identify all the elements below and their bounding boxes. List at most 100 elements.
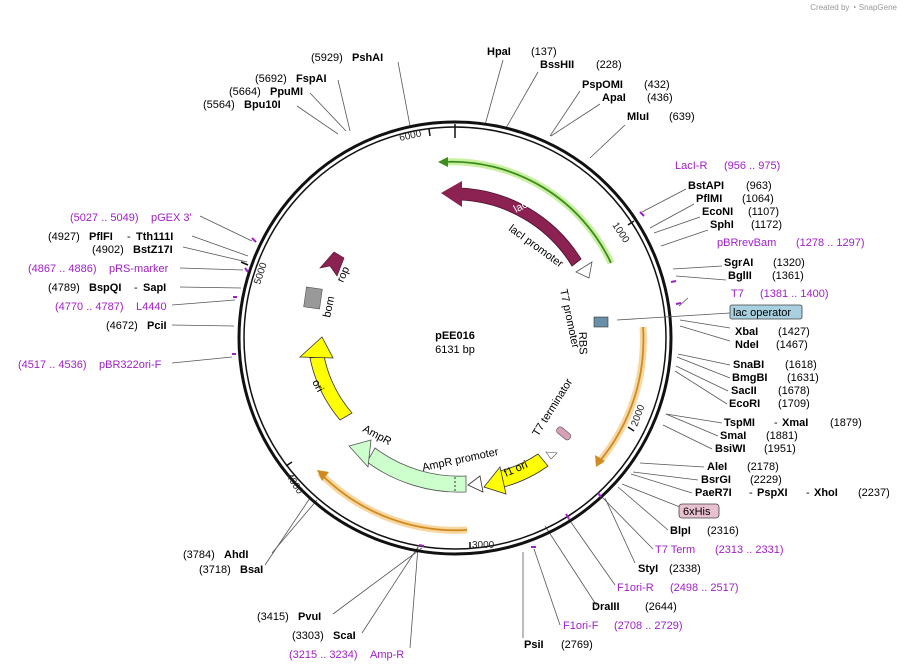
site-name: BstZ17I xyxy=(133,244,173,256)
primer-name: pGEX 3' xyxy=(151,212,192,224)
site-name: SacII xyxy=(731,385,757,397)
site-pos: (436) xyxy=(647,92,673,104)
site-name: PflMI xyxy=(696,193,722,205)
site-sep: - xyxy=(774,417,778,429)
t7-arc-glow xyxy=(596,326,647,465)
site-name: AleI xyxy=(707,461,727,473)
feature-ampr-promoter[interactable] xyxy=(467,475,484,493)
laci-r-arc xyxy=(442,160,612,264)
plasmid-name: pEE016 xyxy=(435,330,475,342)
site-pos: (1427) xyxy=(778,326,810,338)
primer-range: (2313 .. 2331) xyxy=(715,544,784,556)
site-pos: (432) xyxy=(644,79,670,91)
leader-lines xyxy=(171,59,731,649)
lac-operator-box[interactable] xyxy=(729,304,803,320)
primer-name: L4440 xyxy=(136,301,167,313)
site-pos: (2316) xyxy=(707,525,739,537)
site-name: XbaI xyxy=(735,326,758,338)
feature-label-rop: rop xyxy=(335,265,352,284)
site-name: ApaI xyxy=(602,92,626,104)
site-pos: (1107) xyxy=(748,206,779,218)
his-tag-box[interactable] xyxy=(678,503,720,519)
site-pos: (963) xyxy=(746,180,772,192)
primer-range: (956 .. 975) xyxy=(724,160,780,172)
site-sep: - xyxy=(134,282,138,294)
feature-his-tag-mark[interactable] xyxy=(555,426,572,442)
t7-arc xyxy=(598,326,645,463)
site-pos: (1678) xyxy=(778,385,810,397)
primer-range: (4517 .. 4536) xyxy=(18,359,87,371)
site-name: EcoRI xyxy=(729,398,760,410)
feature-rop[interactable] xyxy=(319,251,345,277)
site-name: Tth111I xyxy=(136,231,173,243)
site-name: BglII xyxy=(728,270,752,282)
site-name: EcoNI xyxy=(702,206,733,218)
site-name: BstAPI xyxy=(688,180,724,192)
site-name: DraIII xyxy=(592,601,620,613)
site-pos: (2237) xyxy=(858,487,890,499)
site-pos: (3784) xyxy=(183,549,215,561)
primer-range: (2708 .. 2729) xyxy=(614,620,683,632)
primer-name: pBRrevBam xyxy=(717,237,776,249)
feature-bom[interactable] xyxy=(303,286,323,310)
site-name: SapI xyxy=(143,282,166,294)
primer-name: F1ori-F xyxy=(563,620,599,632)
feature-ampr[interactable] xyxy=(366,447,467,493)
primer-range: (4770 .. 4787) xyxy=(55,301,124,313)
primer-range: (4867 .. 4886) xyxy=(28,263,97,275)
site-name: PspXI xyxy=(757,487,788,499)
site-name: MluI xyxy=(627,111,649,123)
site-name: NdeI xyxy=(735,339,759,351)
site-pos: (5564) xyxy=(203,99,235,111)
primer-range: (3215 .. 3234) xyxy=(289,649,358,661)
site-pos: (1951) xyxy=(764,443,796,455)
site-name: FspAI xyxy=(296,73,327,85)
primer-name: LacI-R xyxy=(675,160,707,172)
site-pos: (3718) xyxy=(199,564,231,576)
site-name: BsiWI xyxy=(715,443,746,455)
site-name: PflFI xyxy=(89,231,113,243)
site-pos: (2229) xyxy=(750,474,782,486)
primer-name: T7 xyxy=(731,288,744,300)
site-pos: (4672) xyxy=(106,320,138,332)
site-name: SphI xyxy=(710,219,734,231)
site-name: SgrAI xyxy=(724,257,753,269)
site-name: PpuMI xyxy=(270,86,303,98)
site-pos: (2338) xyxy=(669,563,701,575)
primer-range: (1278 .. 1297) xyxy=(796,237,865,249)
f1-ori-arrowhead-icon xyxy=(483,466,507,495)
site-sep: - xyxy=(749,487,753,499)
snapgene-logo-icon: ◔ xyxy=(851,3,857,12)
site-name: PvuI xyxy=(298,611,321,623)
primer-range: (2498 .. 2517) xyxy=(670,582,739,594)
site-pos: (1709) xyxy=(778,398,810,410)
feature-laci-promoter[interactable] xyxy=(575,261,593,279)
lac-operator-label: lac operator xyxy=(733,307,791,319)
site-name: XhoI xyxy=(814,487,838,499)
site-name: PsiI xyxy=(524,639,544,651)
feature-label-bom: bom xyxy=(321,295,337,318)
site-pos: (1320) xyxy=(773,257,805,269)
tick-label: 5000 xyxy=(252,261,269,286)
site-name: TspMI xyxy=(724,417,755,429)
site-pos: (1467) xyxy=(776,339,808,351)
amp-r-arrowhead-icon xyxy=(317,470,329,481)
site-name: SmaI xyxy=(720,430,746,442)
site-name: PshAI xyxy=(352,52,383,64)
primer-name: T7 Term xyxy=(655,544,695,556)
site-pos: (639) xyxy=(669,111,695,123)
snapgene-credit: Created by ◔ SnapGene xyxy=(810,3,897,12)
primer-range: (1381 .. 1400) xyxy=(760,288,829,300)
site-name: ScaI xyxy=(333,630,356,642)
tick-label: 3000 xyxy=(472,540,495,551)
feature-label-rbs: RBS xyxy=(576,332,589,355)
site-pos: (3415) xyxy=(257,611,289,623)
site-pos: (1879) xyxy=(830,417,862,429)
credit-brand: SnapGene xyxy=(858,3,897,12)
feature-t7-terminator-mark[interactable] xyxy=(545,451,558,460)
site-pos: (228) xyxy=(596,59,622,71)
site-pos: (4902) xyxy=(92,244,124,256)
feature-lac-operator-mark[interactable] xyxy=(593,316,609,328)
primer-marks xyxy=(232,211,682,548)
